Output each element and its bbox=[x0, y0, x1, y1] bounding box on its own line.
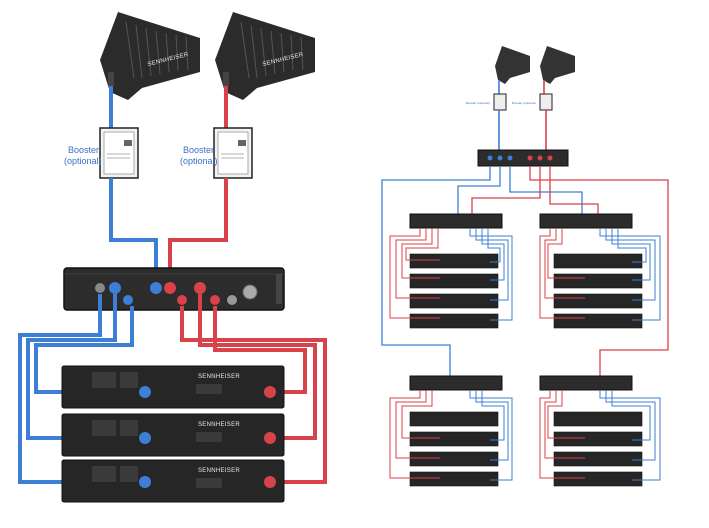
booster-2-label-line1: Booster bbox=[183, 145, 214, 155]
right-booster-2 bbox=[539, 93, 553, 111]
right-booster-1-label: Booster (optional) bbox=[466, 101, 490, 105]
receiver-1-brand: SENNHEISER bbox=[198, 374, 240, 380]
group-splitter-2 bbox=[539, 213, 633, 229]
right-antenna-1 bbox=[495, 46, 530, 94]
booster-1 bbox=[99, 127, 139, 179]
receiver-1: SENNHEISER bbox=[61, 365, 285, 409]
group-splitter-1 bbox=[409, 213, 503, 229]
antenna-splitter bbox=[63, 267, 285, 311]
receiver-2: SENNHEISER bbox=[61, 413, 285, 457]
left-diagram: SENNHEISER SENNHEISER bbox=[18, 12, 327, 503]
booster-2-to-splitter-cable bbox=[168, 178, 228, 286]
right-booster-1 bbox=[493, 93, 507, 111]
right-booster-2-label: Booster (optional) bbox=[512, 101, 536, 105]
antenna-2: SENNHEISER bbox=[215, 12, 315, 100]
right-diagram: Booster (optional) Booster (optional) bbox=[381, 46, 669, 487]
receiver-2-brand: SENNHEISER bbox=[198, 422, 240, 428]
receiver-3: SENNHEISER bbox=[61, 459, 285, 503]
left-red-distribution bbox=[180, 294, 327, 484]
booster-1-to-splitter-cable bbox=[109, 178, 158, 286]
group-splitter-3 bbox=[409, 375, 503, 391]
group-3-receivers bbox=[409, 411, 499, 487]
group-splitter-4 bbox=[539, 375, 633, 391]
booster-2 bbox=[213, 127, 253, 179]
receiver-3-brand: SENNHEISER bbox=[198, 468, 240, 474]
booster-1-label-line2: (optional) bbox=[64, 156, 102, 166]
group-4-receivers bbox=[553, 411, 643, 487]
booster-1-label-line1: Booster bbox=[68, 145, 99, 155]
group-1-receivers bbox=[409, 253, 499, 329]
booster-2-label-line2: (optional) bbox=[180, 156, 218, 166]
master-splitter bbox=[477, 149, 569, 167]
group-2-receivers bbox=[553, 253, 643, 329]
right-antenna-2 bbox=[540, 46, 575, 94]
antenna-1: SENNHEISER bbox=[100, 12, 200, 100]
group-wiring bbox=[389, 228, 661, 481]
right-master-distribution bbox=[381, 166, 669, 376]
